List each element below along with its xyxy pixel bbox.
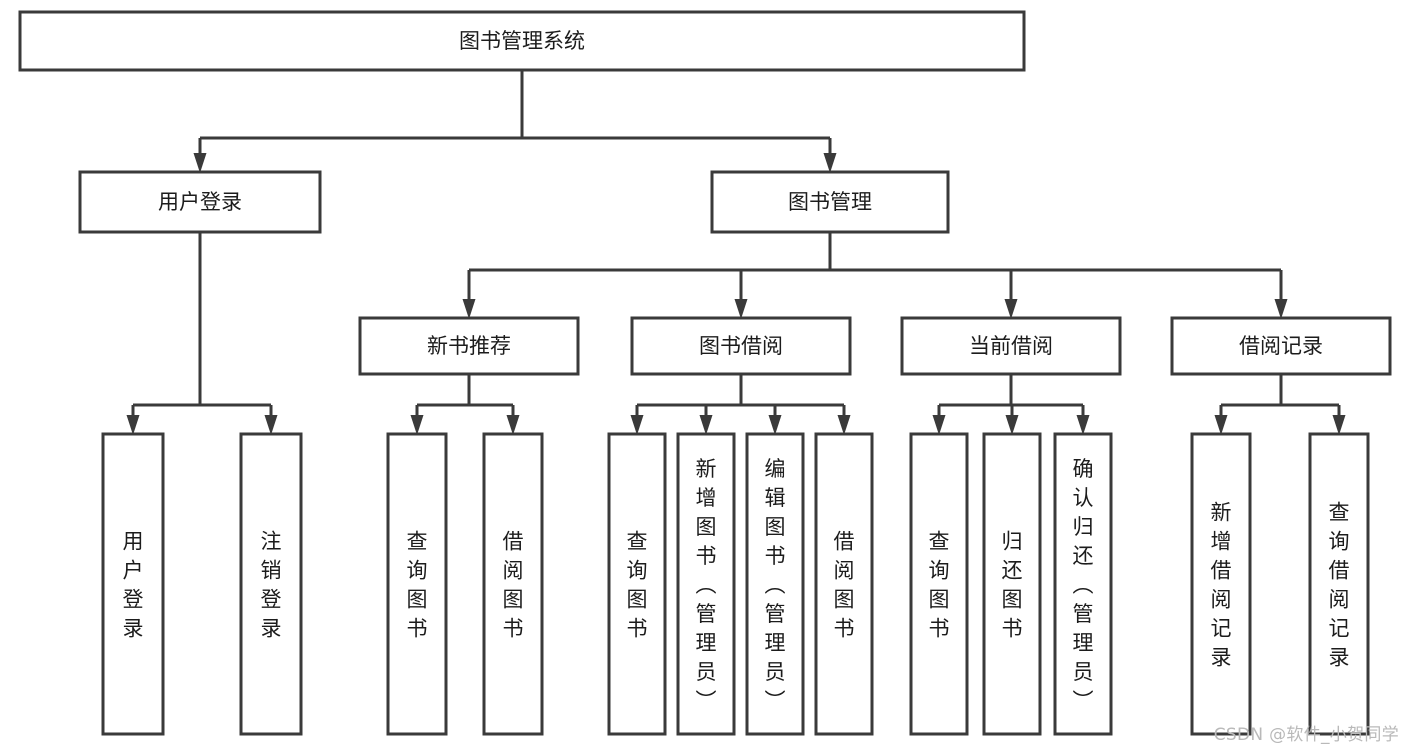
- node-leaf-query-book-1[interactable]: 查询图书: [386, 432, 448, 736]
- node-book-borrow[interactable]: 图书借阅: [630, 316, 852, 376]
- node-label-leaf-query-book-2: 查询图书: [627, 530, 648, 641]
- csdn-watermark: CSDN @软件_小贺同学: [1213, 725, 1399, 745]
- node-root[interactable]: 图书管理系统: [18, 10, 1026, 72]
- connector-current-to-leaves: [932, 374, 1090, 435]
- node-label-leaf-add-book: 新增图书︵管理员︶: [696, 457, 717, 713]
- node-box-book-borrow[interactable]: [630, 316, 852, 376]
- node-box-leaf-return-book[interactable]: [982, 432, 1042, 736]
- node-label-borrow-record: 借阅记录: [1239, 334, 1323, 358]
- node-label-leaf-edit-book: 编辑图书︵管理员︶: [765, 457, 786, 713]
- node-box-leaf-add-book[interactable]: [676, 432, 736, 736]
- node-user-login[interactable]: 用户登录: [78, 170, 322, 234]
- arrow-head-icon: [264, 415, 278, 435]
- connector-userlogin-to-leaves: [126, 232, 278, 435]
- arrow-head-icon: [932, 415, 946, 435]
- node-leaf-add-book[interactable]: 新增图书︵管理员︶: [676, 432, 736, 736]
- node-label-leaf-add-record: 新增借阅记录: [1211, 501, 1232, 670]
- node-box-leaf-query-book-1[interactable]: [386, 432, 448, 736]
- node-new-book-recommend[interactable]: 新书推荐: [358, 316, 580, 376]
- connector-root-to-level1: [193, 70, 837, 173]
- node-borrow-record[interactable]: 借阅记录: [1170, 316, 1392, 376]
- arrow-head-icon: [837, 415, 851, 435]
- node-leaf-return-book[interactable]: 归还图书: [982, 432, 1042, 736]
- node-box-leaf-borrow-book-1[interactable]: [482, 432, 544, 736]
- node-label-new-book-recommend: 新书推荐: [427, 334, 511, 358]
- node-label-book-borrow: 图书借阅: [699, 334, 783, 358]
- node-leaf-user-login[interactable]: 用户登录: [101, 432, 165, 736]
- arrow-head-icon: [1076, 415, 1090, 435]
- node-label-leaf-query-book-1: 查询图书: [407, 530, 428, 641]
- node-box-leaf-add-record[interactable]: [1190, 432, 1252, 736]
- node-label-root: 图书管理系统: [459, 29, 585, 53]
- node-label-leaf-query-book-3: 查询图书: [929, 530, 950, 641]
- node-label-leaf-user-login: 用户登录: [123, 530, 144, 641]
- node-box-leaf-user-login[interactable]: [101, 432, 165, 736]
- node-label-leaf-confirm-return: 确认归还︵管理员︶: [1073, 457, 1094, 713]
- node-leaf-query-book-2[interactable]: 查询图书: [607, 432, 667, 736]
- node-label-leaf-logout: 注销登录: [261, 530, 282, 641]
- node-box-leaf-query-book-3[interactable]: [909, 432, 969, 736]
- node-box-leaf-query-record[interactable]: [1308, 432, 1370, 736]
- connector-bookmanage-to-level2: [462, 232, 1288, 319]
- arrow-head-icon: [126, 415, 140, 435]
- node-box-user-login[interactable]: [78, 170, 322, 234]
- node-leaf-borrow-book-2[interactable]: 借阅图书: [814, 432, 874, 736]
- arrow-head-icon: [630, 415, 644, 435]
- arrow-head-icon: [1005, 415, 1019, 435]
- arrow-head-icon: [193, 153, 207, 173]
- node-book-manage[interactable]: 图书管理: [710, 170, 950, 234]
- arrow-head-icon: [699, 415, 713, 435]
- arrow-head-icon: [410, 415, 424, 435]
- node-box-new-book-recommend[interactable]: [358, 316, 580, 376]
- node-label-leaf-borrow-book-2: 借阅图书: [834, 530, 855, 641]
- node-box-leaf-logout[interactable]: [239, 432, 303, 736]
- arrow-head-icon: [768, 415, 782, 435]
- connector-record-to-leaves: [1214, 374, 1346, 435]
- arrow-head-icon: [1332, 415, 1346, 435]
- node-box-leaf-borrow-book-2[interactable]: [814, 432, 874, 736]
- node-box-leaf-edit-book[interactable]: [745, 432, 805, 736]
- node-box-root[interactable]: [18, 10, 1026, 72]
- connectors-layer: [126, 70, 1346, 435]
- arrow-head-icon: [1004, 299, 1018, 319]
- node-leaf-borrow-book-1[interactable]: 借阅图书: [482, 432, 544, 736]
- node-label-leaf-borrow-book-1: 借阅图书: [503, 530, 524, 641]
- node-leaf-query-record[interactable]: 查询借阅记录: [1308, 432, 1370, 736]
- node-label-current-borrow: 当前借阅: [969, 334, 1053, 358]
- node-label-user-login: 用户登录: [158, 190, 242, 214]
- node-box-leaf-query-book-2[interactable]: [607, 432, 667, 736]
- nodes-layer: 图书管理系统用户登录图书管理新书推荐图书借阅当前借阅借阅记录用户登录注销登录查询…: [18, 10, 1392, 736]
- arrow-head-icon: [506, 415, 520, 435]
- node-leaf-logout[interactable]: 注销登录: [239, 432, 303, 736]
- node-box-borrow-record[interactable]: [1170, 316, 1392, 376]
- node-label-leaf-query-record: 查询借阅记录: [1329, 501, 1350, 670]
- connector-borrow-to-leaves: [630, 374, 851, 435]
- node-box-current-borrow[interactable]: [900, 316, 1122, 376]
- node-label-book-manage: 图书管理: [788, 190, 872, 214]
- arrow-head-icon: [462, 299, 476, 319]
- arrow-head-icon: [1274, 299, 1288, 319]
- node-leaf-query-book-3[interactable]: 查询图书: [909, 432, 969, 736]
- node-leaf-confirm-return[interactable]: 确认归还︵管理员︶: [1053, 432, 1113, 736]
- node-leaf-add-record[interactable]: 新增借阅记录: [1190, 432, 1252, 736]
- connector-recommend-to-leaves: [410, 374, 520, 435]
- node-label-leaf-return-book: 归还图书: [1002, 530, 1023, 641]
- node-current-borrow[interactable]: 当前借阅: [900, 316, 1122, 376]
- node-box-leaf-confirm-return[interactable]: [1053, 432, 1113, 736]
- arrow-head-icon: [823, 153, 837, 173]
- node-box-book-manage[interactable]: [710, 170, 950, 234]
- node-leaf-edit-book[interactable]: 编辑图书︵管理员︶: [745, 432, 805, 736]
- arrow-head-icon: [734, 299, 748, 319]
- arrow-head-icon: [1214, 415, 1228, 435]
